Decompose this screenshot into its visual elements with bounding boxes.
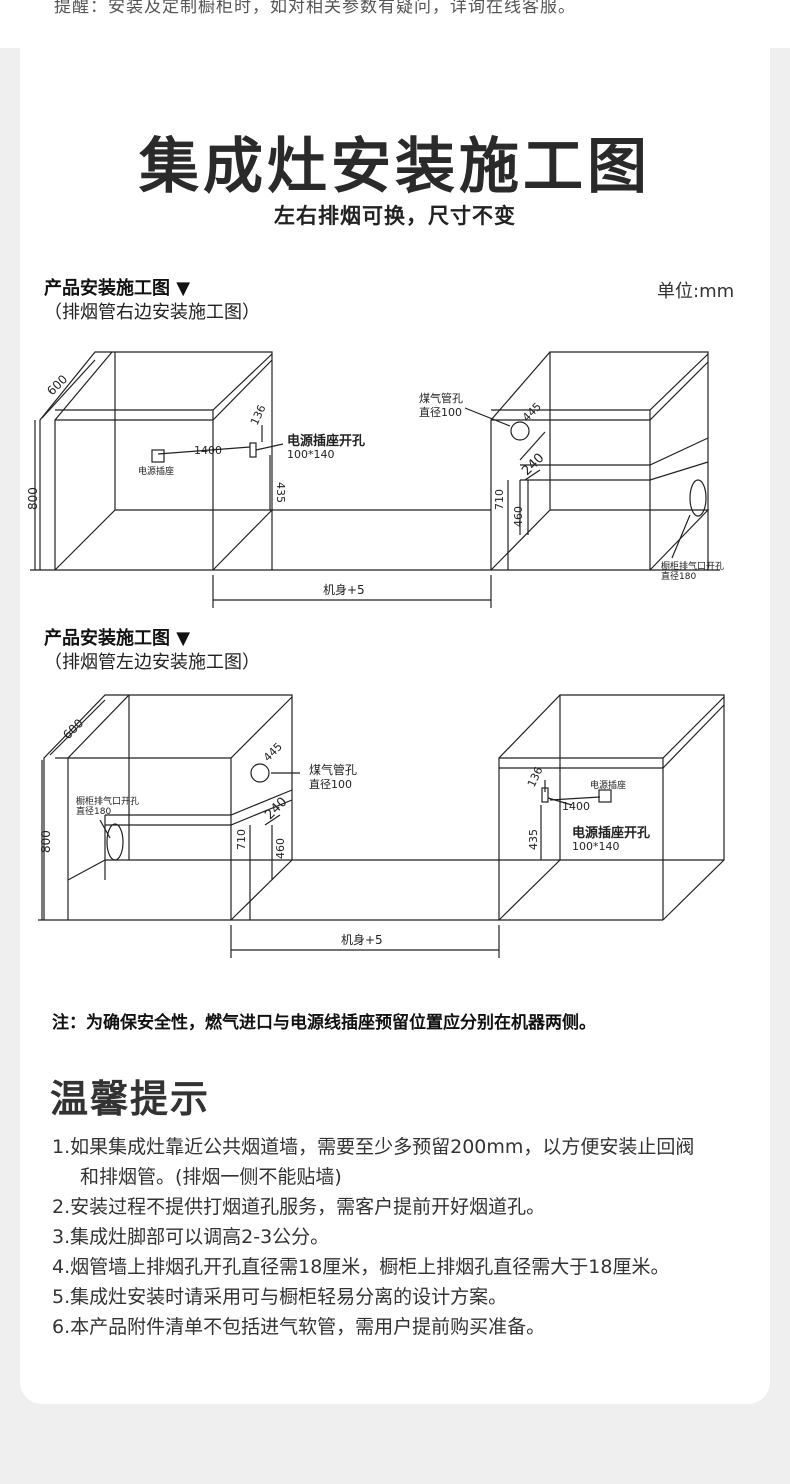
s1-socket-hole-size: 100*140 — [287, 448, 335, 461]
unit-label: 单位:mm — [657, 281, 735, 302]
s2-body-width: 机身+5 — [341, 932, 383, 947]
s2-dim-710: 710 — [235, 829, 248, 850]
s2-exhaust-hole-dia: 直径180 — [76, 805, 111, 817]
tip-item: 3.集成灶脚部可以调高2-3公分。 — [52, 1226, 330, 1248]
top-notice-text: 提醒：安装及定制橱柜时，如对相关参数有疑问，详询在线客服。 — [54, 0, 576, 17]
page-subtitle: 左右排烟可换，尺寸不变 — [274, 204, 516, 228]
s1-dim-1400: 1400 — [194, 444, 222, 457]
s1-depth-label: 600 — [44, 372, 70, 398]
s2-dim-435: 435 — [527, 829, 540, 850]
top-notice-bar: 提醒：安装及定制橱柜时，如对相关参数有疑问，详询在线客服。 — [0, 0, 790, 48]
diagram-left-exhaust: 600 800 橱柜排气口开孔 直径180 445 煤气管孔 直径100 240… — [38, 694, 725, 958]
s1-dim-136: 136 — [248, 403, 269, 428]
tip-item: 1.如果集成灶靠近公共烟道墙，需要至少多预留200mm，以方便安装止回阀 — [52, 1136, 695, 1158]
section1-heading: 产品安装施工图 ▼ — [44, 278, 191, 299]
s1-dim-435: 435 — [274, 482, 287, 503]
s1-socket-label: 电源插座 — [138, 465, 174, 477]
s1-dim-710: 710 — [493, 489, 506, 510]
s1-gas-hole-label: 煤气管孔 — [419, 391, 463, 405]
s2-dim-1400: 1400 — [562, 800, 590, 813]
s2-depth-label: 600 — [60, 716, 86, 742]
s2-dim-240: 240 — [262, 795, 290, 823]
tip-item: 6.本产品附件清单不包括进气软管，需用户提前购买准备。 — [52, 1316, 546, 1338]
s1-dim-460: 460 — [512, 506, 525, 527]
s2-exhaust-hole-label: 橱柜排气口开孔 — [76, 795, 139, 807]
tip-item: 4.烟管墙上排烟孔开孔直径需18厘米，橱柜上排烟孔直径需大于18厘米。 — [52, 1256, 670, 1278]
tip-item: 2.安装过程不提供打烟道孔服务，需客户提前开好烟道孔。 — [52, 1196, 546, 1218]
s2-gas-hole-dia: 直径100 — [309, 777, 352, 791]
s1-dim-240: 240 — [519, 451, 547, 479]
s1-gas-hole-dia: 直径100 — [419, 405, 462, 419]
tips-title: 温馨提示 — [50, 1077, 211, 1121]
s2-gas-hole-label: 煤气管孔 — [309, 762, 357, 777]
diagram-right-exhaust: 600 800 1400 136 电源插座开孔 100*140 电源插座 435… — [26, 351, 724, 608]
s2-socket-label: 电源插座 — [590, 779, 626, 791]
s1-socket-hole-label: 电源插座开孔 — [287, 433, 365, 449]
safety-note: 注：为确保安全性，燃气进口与电源线插座预留位置应分别在机器两侧。 — [52, 1013, 596, 1033]
s1-body-width: 机身+5 — [323, 582, 365, 597]
s1-exhaust-hole-label: 橱柜排气口开孔 — [661, 560, 724, 572]
section2-heading: 产品安装施工图 ▼ — [44, 628, 191, 649]
tip-item: 5.集成灶安装时请采用可与橱柜轻易分离的设计方案。 — [52, 1286, 508, 1308]
s2-socket-hole-size: 100*140 — [572, 840, 620, 853]
section1-subheading: （排烟管右边安装施工图） — [44, 302, 260, 323]
tips-list: 1.如果集成灶靠近公共烟道墙，需要至少多预留200mm，以方便安装止回阀 和排烟… — [52, 1132, 752, 1342]
section2-subheading: （排烟管左边安装施工图） — [44, 652, 260, 673]
s2-height-label: 800 — [39, 830, 53, 853]
s2-socket-hole-label: 电源插座开孔 — [572, 825, 650, 841]
s1-height-label: 800 — [26, 487, 40, 510]
tip-item: 和排烟管。(排烟一侧不能贴墙) — [80, 1166, 342, 1188]
s1-exhaust-hole-dia: 直径180 — [661, 570, 696, 582]
page-title: 集成灶安装施工图 — [139, 132, 651, 202]
s2-dim-445: 445 — [261, 740, 285, 764]
s2-dim-460: 460 — [274, 838, 287, 859]
content-card — [20, 44, 770, 1404]
